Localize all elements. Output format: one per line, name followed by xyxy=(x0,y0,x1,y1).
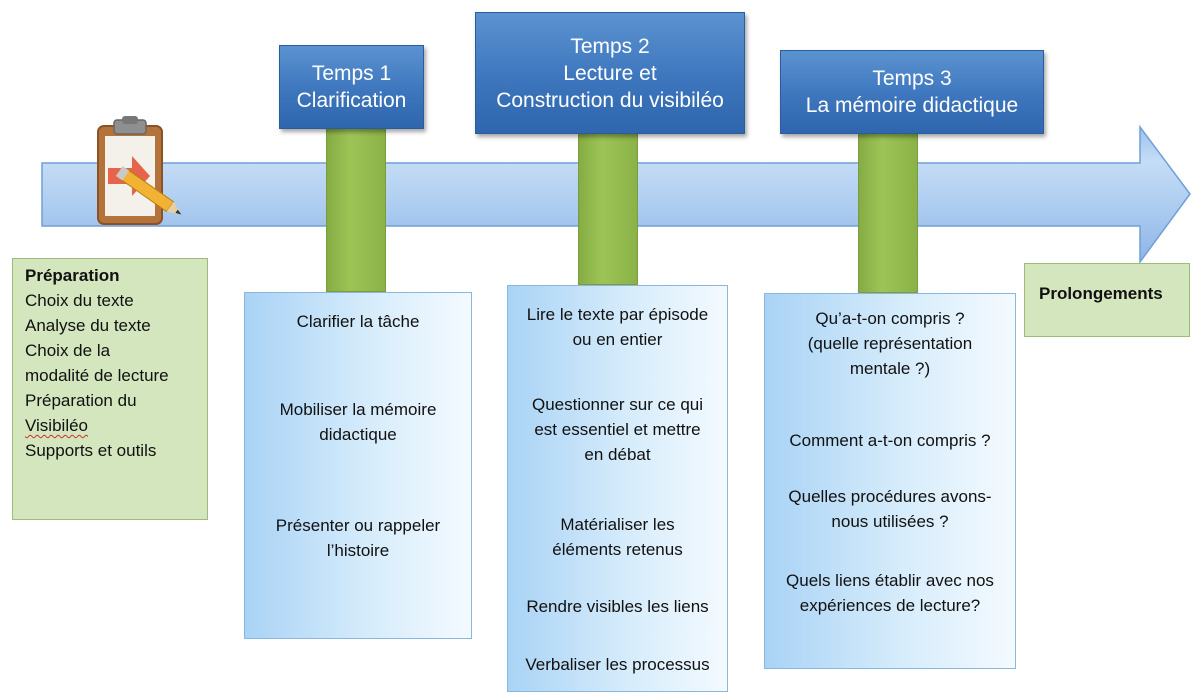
phase-1-title-line-1: Temps 1 xyxy=(311,62,392,85)
phase-3-item-2: Comment a-t-on compris ? xyxy=(789,431,991,450)
phase-2-title-line-2: Lecture et xyxy=(563,61,657,85)
preparation-heading: Préparation xyxy=(25,266,120,285)
phase-2-item-3: Matérialiser les éléments retenus xyxy=(552,515,683,559)
phase-1-item-3: Présenter ou rappeler l’histoire xyxy=(275,516,441,560)
phase-2-title-line-3: Construction du visibiléo xyxy=(496,88,724,112)
preparation-line: Préparation du xyxy=(25,391,137,410)
prolongements-box: Prolongements xyxy=(1024,263,1190,337)
phase-1-item-1: Clarifier la tâche xyxy=(296,312,420,331)
connector-phase-2 xyxy=(578,133,638,285)
phase-2-content: Lire le texte par épisode ou en entier Q… xyxy=(507,285,728,692)
preparation-line: Choix de la xyxy=(25,341,111,360)
phase-3-content: Qu’a-t-on compris ? (quelle représentati… xyxy=(764,293,1016,669)
clipboard-pencil-icon xyxy=(97,116,182,225)
phase-3-title-line-2: La mémoire didactique xyxy=(805,94,1019,117)
phase-1-content: Clarifier la tâche Mobiliser la mémoire … xyxy=(244,292,472,639)
phase-2-item-2: Questionner sur ce qui est essentiel et … xyxy=(531,395,704,464)
phase-2-title-line-1: Temps 2 xyxy=(570,34,650,58)
phase-1-title: Temps 1 Clarification xyxy=(279,45,424,129)
phase-3-item-4: Quels liens établir avec nos expériences… xyxy=(786,571,994,615)
connector-phase-3 xyxy=(858,133,918,293)
prolongements-label: Prolongements xyxy=(1039,284,1163,303)
connector-phase-1 xyxy=(326,127,386,292)
phase-2-title: Temps 2 Lecture et Construction du visib… xyxy=(475,12,745,134)
phase-2-item-5: Verbaliser les processus xyxy=(525,655,710,674)
preparation-line: Visibiléo xyxy=(25,413,199,438)
preparation-line: Supports et outils xyxy=(25,441,157,460)
phase-2-item-4: Rendre visibles les liens xyxy=(526,597,709,616)
preparation-line: Analyse du texte xyxy=(25,316,151,335)
phase-1-title-line-2: Clarification xyxy=(296,89,407,112)
phase-1-item-2: Mobiliser la mémoire didactique xyxy=(279,400,437,444)
preparation-box: Préparation Choix du texte Analyse du te… xyxy=(12,258,208,520)
phase-2-item-1: Lire le texte par épisode ou en entier xyxy=(526,305,709,349)
phase-3-title: Temps 3 La mémoire didactique xyxy=(780,50,1044,134)
preparation-line: Choix du texte xyxy=(25,291,134,310)
phase-3-title-line-1: Temps 3 xyxy=(872,67,952,90)
preparation-line: modalité de lecture xyxy=(25,366,169,385)
phase-3-item-1: Qu’a-t-on compris ? (quelle représentati… xyxy=(807,309,973,378)
phase-3-item-3: Quelles procédures avons- nous utilisées… xyxy=(788,487,992,531)
preparation-line-visibileo: Visibiléo xyxy=(25,416,89,435)
